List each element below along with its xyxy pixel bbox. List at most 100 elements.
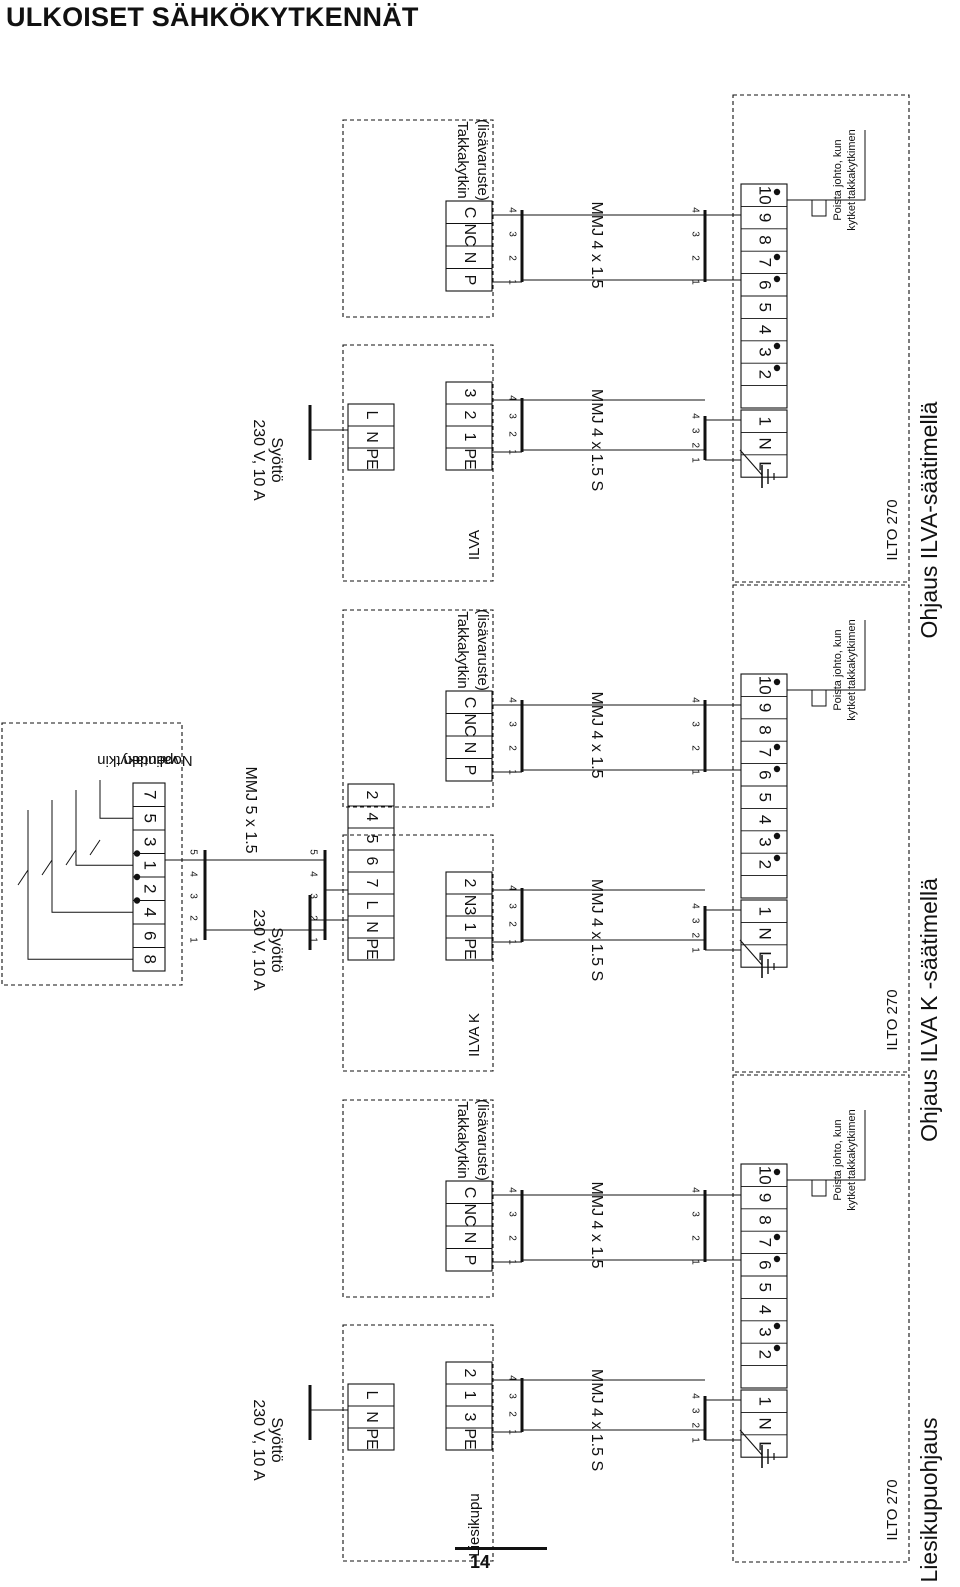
supply-terminal-6: 6 — [363, 857, 380, 866]
supply-label: Syöttö — [268, 927, 285, 972]
core-number: 1 — [689, 769, 700, 775]
cable-label-supply: MMJ 4 x 1.5 S — [588, 879, 605, 981]
supply-terminal-block — [347, 403, 395, 471]
unit-terminal-3: 3 — [756, 347, 775, 356]
page-number: 14 — [469, 1552, 491, 1572]
cable-label-speed: MMJ 5 x 1.5 — [242, 766, 259, 853]
bridge-dot — [133, 873, 141, 881]
page-number-rule — [455, 1547, 547, 1550]
switch-terminal-P: P — [461, 1255, 478, 1266]
core-number: 2 — [506, 255, 517, 261]
supply-terminal-PE: PE — [363, 1428, 380, 1449]
supply-terminal-5: 5 — [363, 835, 380, 844]
contact-blade — [65, 849, 77, 866]
unit-terminal-4: 4 — [756, 815, 775, 824]
bridge-dot — [773, 275, 781, 283]
core-number: 3 — [506, 903, 517, 909]
unit-terminal-1: 1 — [756, 906, 775, 915]
device-terminal-2: 2 — [461, 411, 478, 420]
cable-label-switch: MMJ 4 x 1.5 — [588, 691, 605, 778]
unit-terminal-8: 8 — [756, 235, 775, 244]
core-number: 1 — [689, 457, 700, 463]
switch-terminal-NC: NC — [461, 223, 478, 246]
device-terminal-1: 1 — [461, 433, 478, 442]
unit-supply-block — [740, 409, 788, 478]
ground-symbol — [739, 1429, 775, 1468]
switch-terminal-N: N — [461, 742, 478, 754]
ground-lead — [739, 939, 763, 966]
speed-terminal-3: 3 — [141, 837, 160, 846]
bridge-dot — [773, 253, 781, 261]
ground-symbol — [739, 939, 775, 978]
core-number: 3 — [689, 1211, 700, 1217]
bridge-dot — [133, 897, 141, 904]
contact-blade — [17, 869, 29, 886]
supply-terminal-N: N — [363, 921, 380, 933]
unit-terminal-10: 10 — [756, 186, 775, 205]
unit-terminal-9: 9 — [756, 213, 775, 222]
unit-terminal-9: 9 — [756, 1193, 775, 1202]
core-number: 3 — [689, 721, 700, 727]
core-number: 4 — [506, 885, 517, 891]
wiring — [310, 704, 741, 951]
core-number: 3 — [689, 918, 700, 924]
device-box — [342, 834, 494, 1072]
unit-label: ILTO 270 — [884, 1479, 901, 1540]
switch-terminal-N: N — [461, 252, 478, 264]
core-number: 2 — [689, 933, 700, 939]
bridge-dot — [773, 1322, 781, 1330]
unit-terminal-2: 2 — [756, 370, 775, 379]
unit-terminal-6: 6 — [756, 280, 775, 289]
fireplace-switch-box — [342, 1099, 494, 1298]
core-number: 3 — [307, 893, 318, 899]
bridge-dot — [133, 850, 141, 857]
unit-terminal-2: 2 — [756, 1350, 775, 1359]
core-number: 2 — [689, 1423, 700, 1429]
core-number: 2 — [689, 255, 700, 261]
core-number: 2 — [506, 745, 517, 751]
core-number: 3 — [506, 413, 517, 419]
remove-wire-marker — [811, 689, 827, 707]
device-terminal-2: 2 — [461, 1369, 478, 1378]
core-number: 3 — [689, 428, 700, 434]
panel-title: Ohjaus ILVA K -säätimellä — [916, 878, 942, 1142]
core-number: 1 — [689, 279, 700, 285]
unit-terminal-N: N — [756, 1417, 775, 1429]
device-name: Liesikupu — [466, 1493, 483, 1556]
panel-title: Liesikupuohjaus — [916, 1418, 942, 1583]
core-number: 1 — [689, 1259, 700, 1265]
remove-wire-note-2: kytket takkakytkimen — [846, 619, 858, 720]
core-number: 5 — [307, 849, 318, 855]
switch-terminal-P: P — [461, 275, 478, 286]
core-number: 3 — [506, 1211, 517, 1217]
unit-terminal-7: 7 — [756, 258, 775, 267]
unit-terminal-3: 3 — [756, 1327, 775, 1336]
core-number: 3 — [689, 1408, 700, 1414]
core-number: 4 — [506, 207, 517, 213]
core-number: 1 — [689, 1437, 700, 1443]
core-number: 3 — [187, 893, 198, 899]
device-box — [342, 1324, 494, 1562]
supply-terminal-L: L — [363, 411, 380, 420]
core-number: 2 — [689, 443, 700, 449]
bridge-dot — [773, 678, 781, 686]
supply-terminal-L: L — [363, 901, 380, 910]
bridge-dot — [773, 1344, 781, 1352]
unit-terminal-1: 1 — [756, 1396, 775, 1405]
core-number: 2 — [689, 1235, 700, 1241]
unit-box — [732, 584, 910, 1073]
unit-box — [732, 1074, 910, 1563]
contact-wire — [99, 780, 133, 819]
cable-label-supply: MMJ 4 x 1.5 S — [588, 1369, 605, 1471]
device-terminal-3: 3 — [461, 389, 478, 398]
